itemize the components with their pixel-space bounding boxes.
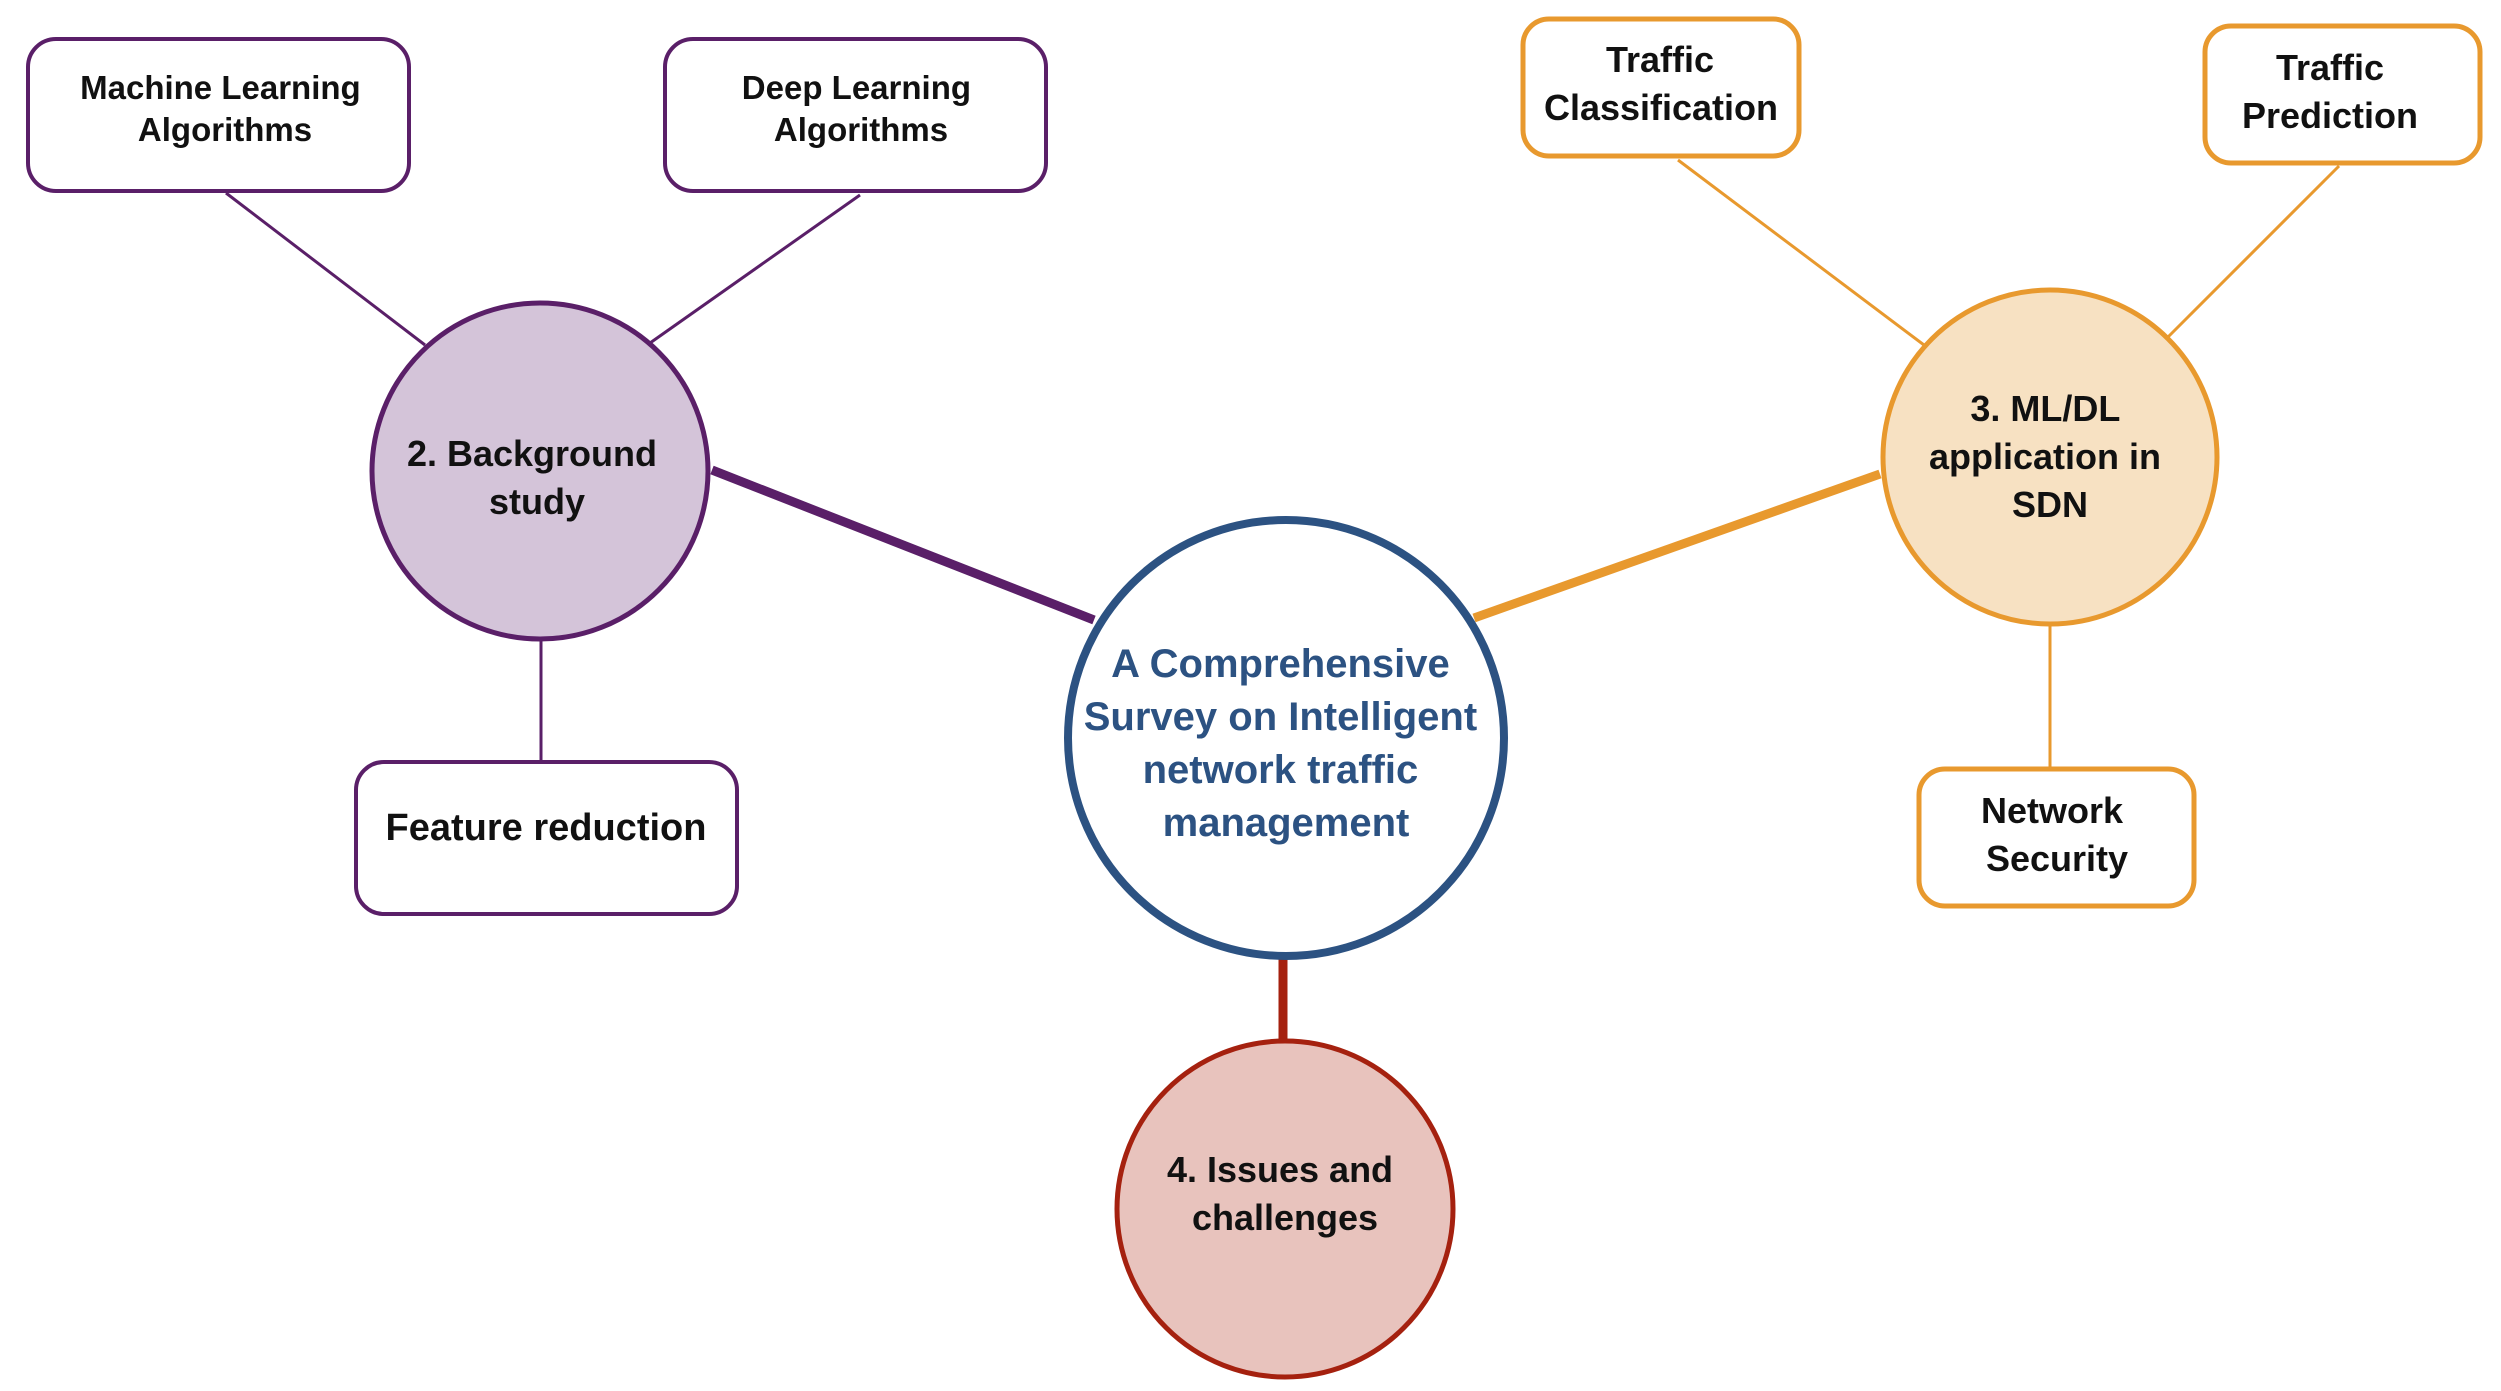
connector-background-ml bbox=[225, 191, 426, 347]
background-study-label: 2. Background study bbox=[407, 433, 667, 522]
center-title-line-2: Survey on Intelligent bbox=[1084, 695, 1477, 739]
box-traffic-classification-line-2: Classification bbox=[1544, 87, 1778, 128]
application-label: 3. ML/DL application in SDN bbox=[1929, 388, 2171, 525]
box-feature-reduction-label: Feature reduction bbox=[386, 807, 707, 849]
box-feature-reduction: Feature reduction bbox=[354, 760, 739, 916]
center-title: A Comprehensive Survey on Intelligent ne… bbox=[1084, 642, 1489, 845]
application-line-1: 3. ML/DL bbox=[1970, 388, 2119, 429]
center-title-line-1: A Comprehensive bbox=[1111, 642, 1450, 686]
background-study-node: 2. Background study bbox=[369, 300, 711, 642]
box-network-security-label: Network Security bbox=[1981, 790, 2133, 879]
box-ml-algorithms-line-1: Machine Learning bbox=[80, 69, 361, 106]
box-ml-algorithms-line-2: Algorithms bbox=[138, 111, 312, 148]
issues-line-2: challenges bbox=[1192, 1197, 1378, 1238]
center-node: A Comprehensive Survey on Intelligent ne… bbox=[1064, 516, 1508, 960]
center-circle bbox=[1064, 516, 1508, 960]
box-dl-algorithms: Deep Learning Algorithms bbox=[663, 37, 1048, 193]
connector-center-application bbox=[1472, 469, 1882, 623]
box-network-security: Network Security bbox=[1916, 766, 2197, 909]
box-traffic-prediction: Traffic Prediction bbox=[2202, 23, 2483, 166]
box-network-security-line-1: Network bbox=[1981, 790, 2124, 831]
box-traffic-prediction-line-2: Prediction bbox=[2242, 95, 2418, 136]
box-traffic-prediction-label: Traffic Prediction bbox=[2242, 47, 2418, 136]
connector-background-dl bbox=[649, 193, 861, 345]
box-ml-algorithms: Machine Learning Algorithms bbox=[26, 37, 411, 193]
box-dl-algorithms-frame bbox=[663, 37, 1048, 193]
application-line-2: application in bbox=[1929, 436, 2161, 477]
issues-circle bbox=[1114, 1038, 1456, 1380]
box-traffic-classification-line-1: Traffic bbox=[1606, 39, 1714, 80]
box-traffic-classification-frame bbox=[1520, 16, 1802, 159]
background-study-line-2: study bbox=[489, 481, 585, 522]
box-dl-algorithms-line-2: Algorithms bbox=[774, 111, 948, 148]
connector-application-prediction bbox=[2162, 164, 2341, 343]
box-traffic-classification-label: Traffic Classification bbox=[1544, 39, 1778, 128]
connector-application-classification bbox=[1677, 158, 1925, 347]
background-study-circle bbox=[369, 300, 711, 642]
application-node: 3. ML/DL application in SDN bbox=[1880, 287, 2220, 627]
issues-line-1: 4. Issues and bbox=[1167, 1149, 1393, 1190]
box-traffic-prediction-line-1: Traffic bbox=[2276, 47, 2384, 88]
center-title-line-4: management bbox=[1163, 801, 1410, 845]
box-traffic-prediction-frame bbox=[2202, 23, 2483, 166]
connector-center-background bbox=[710, 465, 1096, 625]
issues-label: 4. Issues and challenges bbox=[1167, 1149, 1403, 1238]
center-title-line-3: network traffic bbox=[1143, 748, 1419, 792]
box-ml-algorithms-label: Machine Learning Algorithms bbox=[80, 69, 370, 148]
box-ml-algorithms-frame bbox=[26, 37, 411, 193]
box-network-security-line-2: Security bbox=[1986, 838, 2128, 879]
box-traffic-classification: Traffic Classification bbox=[1520, 16, 1802, 159]
box-feature-reduction-line-1: Feature reduction bbox=[386, 807, 707, 849]
box-dl-algorithms-line-1: Deep Learning bbox=[742, 69, 971, 106]
application-circle bbox=[1880, 287, 2220, 627]
application-line-3: SDN bbox=[2012, 484, 2088, 525]
box-dl-algorithms-label: Deep Learning Algorithms bbox=[742, 69, 980, 148]
box-network-security-frame bbox=[1916, 766, 2197, 909]
box-feature-reduction-frame bbox=[354, 760, 739, 916]
background-study-line-1: 2. Background bbox=[407, 433, 657, 474]
issues-node: 4. Issues and challenges bbox=[1114, 1038, 1456, 1380]
connectors bbox=[225, 158, 2341, 1048]
